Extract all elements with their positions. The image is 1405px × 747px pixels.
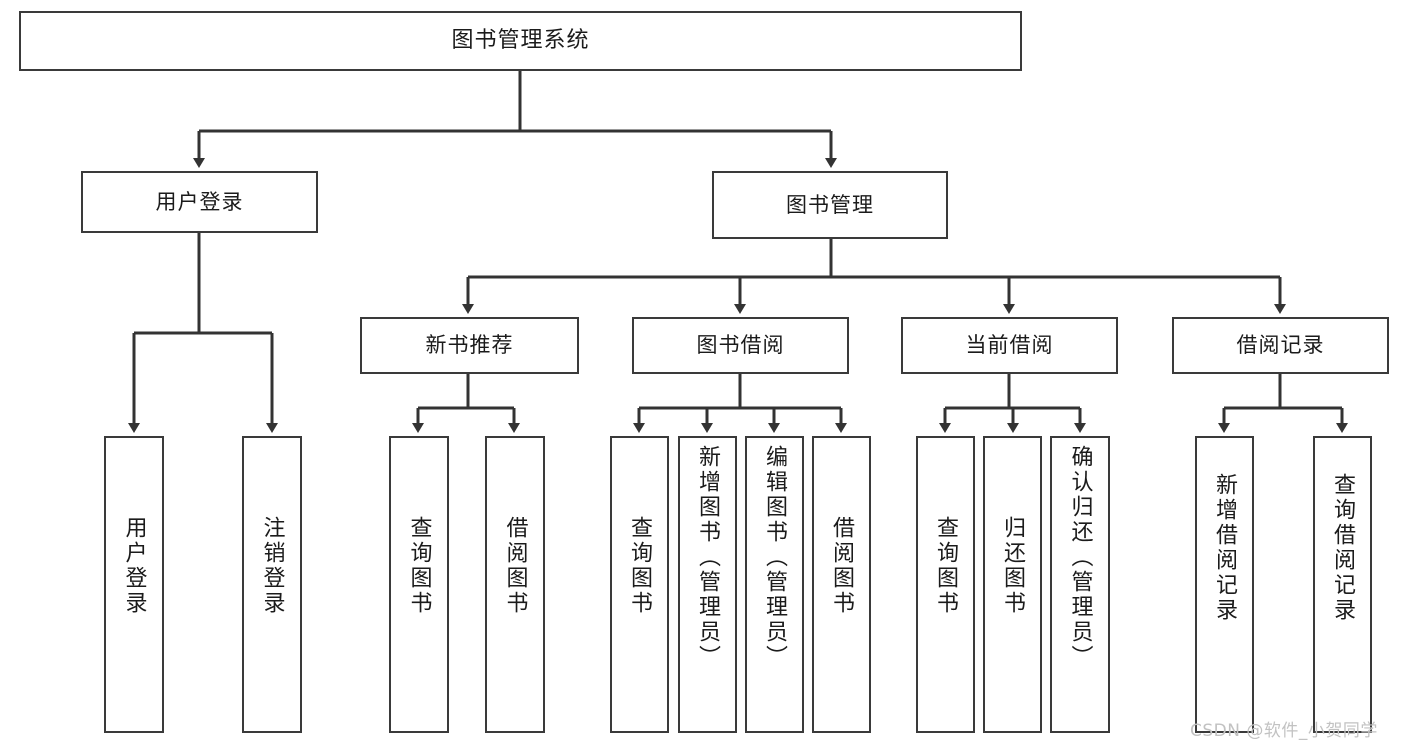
leaf-records-add-record-label: 新增借阅记录: [1212, 473, 1238, 623]
leaf-borrow-query-book-label: 查询图书: [627, 516, 653, 616]
leaf-newbook-query-book-label: 查询图书: [406, 516, 432, 616]
node-book-management-label: 图书管理: [786, 192, 874, 217]
node-book-management[interactable]: 图书管理: [712, 171, 948, 239]
leaf-current-query-book[interactable]: 查询图书: [916, 436, 975, 733]
leaf-records-query-record-label: 查询借阅记录: [1330, 473, 1356, 623]
leaf-borrow-borrow-book[interactable]: 借阅图书: [812, 436, 871, 733]
node-book-borrow[interactable]: 图书借阅: [632, 317, 849, 374]
leaf-borrow-borrow-book-label: 借阅图书: [829, 516, 855, 616]
leaf-current-confirm-return-label: 确认归还（管理员）: [1067, 445, 1093, 670]
node-book-borrow-label: 图书借阅: [696, 333, 785, 358]
node-user-login-label: 用户登录: [155, 189, 244, 214]
leaf-newbook-query-book[interactable]: 查询图书: [389, 436, 449, 733]
leaf-borrow-add-book-label: 新增图书（管理员）: [695, 445, 721, 670]
leaf-current-return-book[interactable]: 归还图书: [983, 436, 1042, 733]
leaf-borrow-edit-book[interactable]: 编辑图书（管理员）: [745, 436, 804, 733]
leaf-newbook-borrow-book[interactable]: 借阅图书: [485, 436, 545, 733]
leaf-user-login[interactable]: 用户登录: [104, 436, 164, 733]
leaf-borrow-add-book[interactable]: 新增图书（管理员）: [678, 436, 737, 733]
leaf-current-return-book-label: 归还图书: [1000, 516, 1026, 616]
leaf-logout-label: 注销登录: [259, 516, 285, 616]
leaf-current-confirm-return[interactable]: 确认归还（管理员）: [1050, 436, 1110, 733]
leaf-borrow-query-book[interactable]: 查询图书: [610, 436, 669, 733]
leaf-borrow-edit-book-label: 编辑图书（管理员）: [762, 445, 788, 670]
node-current-borrow-label: 当前借阅: [965, 333, 1054, 358]
node-borrow-records[interactable]: 借阅记录: [1172, 317, 1389, 374]
node-current-borrow[interactable]: 当前借阅: [901, 317, 1118, 374]
leaf-records-query-record[interactable]: 查询借阅记录: [1313, 436, 1372, 733]
leaf-current-query-book-label: 查询图书: [933, 516, 959, 616]
node-user-login[interactable]: 用户登录: [81, 171, 318, 233]
node-new-book-recommend[interactable]: 新书推荐: [360, 317, 579, 374]
leaf-user-login-label: 用户登录: [121, 516, 147, 616]
leaf-logout[interactable]: 注销登录: [242, 436, 302, 733]
node-borrow-records-label: 借阅记录: [1236, 333, 1325, 358]
node-root[interactable]: 图书管理系统: [19, 11, 1022, 71]
leaf-records-add-record[interactable]: 新增借阅记录: [1195, 436, 1254, 733]
node-root-label: 图书管理系统: [451, 28, 590, 54]
csdn-watermark: CSDN @软件_小贺同学: [1190, 721, 1378, 741]
leaf-newbook-borrow-book-label: 借阅图书: [502, 516, 528, 616]
node-new-book-recommend-label: 新书推荐: [425, 333, 514, 358]
